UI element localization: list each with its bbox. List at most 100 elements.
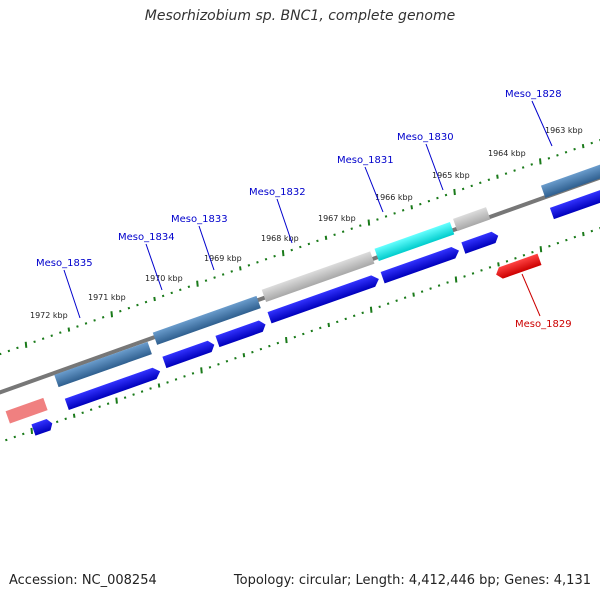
gene-label[interactable]: Meso_1835 <box>36 258 93 269</box>
scale-tick <box>24 341 28 348</box>
kbp-label: 1964 kbp <box>488 149 526 158</box>
scale-tick <box>412 292 415 297</box>
scale-tick <box>539 158 542 165</box>
scale-tick <box>208 366 212 369</box>
scale-tick <box>488 266 492 269</box>
scale-tick <box>149 387 152 390</box>
scale-tick <box>333 233 336 237</box>
scale-tick <box>359 224 362 227</box>
scale-tick <box>239 266 242 271</box>
scale-tick <box>420 290 424 293</box>
scale-tick <box>427 199 431 203</box>
scale-tick <box>530 163 533 166</box>
scale-tick <box>367 219 371 226</box>
scale-tick <box>230 270 233 273</box>
homolog-bar-pink <box>5 397 48 424</box>
scale-tick <box>437 284 441 287</box>
gene-label[interactable]: Meso_1830 <box>397 132 454 143</box>
scale-tick <box>429 287 432 290</box>
scale-tick <box>307 242 311 246</box>
kbp-label: 1967 kbp <box>318 214 356 223</box>
scale-tick <box>513 169 516 172</box>
scale-tick <box>191 372 195 375</box>
scale-tick <box>376 218 379 221</box>
scale-tick <box>564 150 568 154</box>
cds-arrow-1834 <box>162 340 215 369</box>
gene-label[interactable]: Meso_1828 <box>505 89 562 100</box>
scale-tick <box>123 396 127 399</box>
scale-tick <box>505 260 509 263</box>
scale-tick <box>470 184 473 188</box>
kbp-label: 1972 kbp <box>30 311 68 320</box>
scale-tick <box>369 306 373 313</box>
scale-tick <box>217 362 220 366</box>
gene-label[interactable]: Meso_1834 <box>118 232 175 243</box>
scale-tick <box>13 435 17 439</box>
scale-tick <box>110 311 114 318</box>
kbp-label: 1965 kbp <box>432 171 470 180</box>
scale-tick <box>89 408 93 412</box>
scale-tick <box>299 245 302 249</box>
scale-tick <box>410 205 414 210</box>
scale-tick <box>187 285 191 289</box>
scale-tick <box>98 405 101 408</box>
scale-tick <box>461 187 465 191</box>
scale-tick <box>556 153 559 157</box>
scale-tick <box>319 326 322 330</box>
cds-arrow-1830 <box>461 231 499 254</box>
scale-tick <box>547 157 551 160</box>
scale-tick <box>463 275 466 278</box>
scale-tick <box>393 212 396 215</box>
scale-tick <box>106 402 110 405</box>
scale-tick <box>324 235 328 240</box>
scale-tick <box>521 166 525 169</box>
gene-leader-line <box>364 166 384 213</box>
scale-tick <box>59 331 62 334</box>
scale-tick <box>67 327 71 332</box>
scale-tick <box>153 296 156 302</box>
scale-tick <box>548 244 551 248</box>
gene-leader-line <box>198 225 215 271</box>
scale-tick <box>247 264 251 267</box>
scale-tick <box>479 181 482 185</box>
scale-tick <box>344 317 347 321</box>
kbp-label: 1963 kbp <box>545 126 583 135</box>
scale-tick <box>161 294 165 298</box>
gene-label[interactable]: Meso_1829 <box>515 319 572 330</box>
forward-cds-track <box>31 186 600 436</box>
scale-tick <box>378 305 381 309</box>
scale-tick <box>436 196 439 200</box>
scale-tick <box>352 314 356 318</box>
scale-tick <box>64 417 67 421</box>
cds-arrow-1828 <box>549 186 600 220</box>
scale-tick <box>361 311 364 315</box>
scale-tick <box>316 239 319 243</box>
gene-leader-line <box>521 273 541 317</box>
scale-tick <box>30 427 34 435</box>
scale-tick <box>183 375 186 378</box>
gene-leader-line <box>531 100 553 147</box>
scale-tick <box>290 248 293 252</box>
lower-tick-row <box>5 227 600 442</box>
scale-tick <box>144 300 148 304</box>
gene-label[interactable]: Meso_1831 <box>337 155 394 166</box>
scale-tick <box>101 316 105 319</box>
gene-label[interactable]: Meso_1833 <box>171 214 228 225</box>
scale-tick <box>264 257 268 261</box>
scale-tick <box>234 356 237 360</box>
scale-tick <box>327 322 331 328</box>
scale-tick <box>446 281 449 284</box>
scale-tick <box>72 413 76 418</box>
cds-arrow-1831 <box>380 247 459 284</box>
cds-arrow-1833 <box>215 320 266 348</box>
scale-tick <box>497 262 500 267</box>
gene-leader-line <box>276 198 293 244</box>
scale-tick <box>281 250 285 257</box>
scale-tick <box>7 349 11 353</box>
gene-label[interactable]: Meso_1832 <box>249 187 306 198</box>
genome-summary-text: Topology: circular; Length: 4,412,446 bp… <box>233 573 591 588</box>
scale-tick <box>33 340 36 344</box>
scale-tick <box>496 174 499 179</box>
homolog-track <box>5 161 600 424</box>
scale-tick <box>302 332 305 336</box>
